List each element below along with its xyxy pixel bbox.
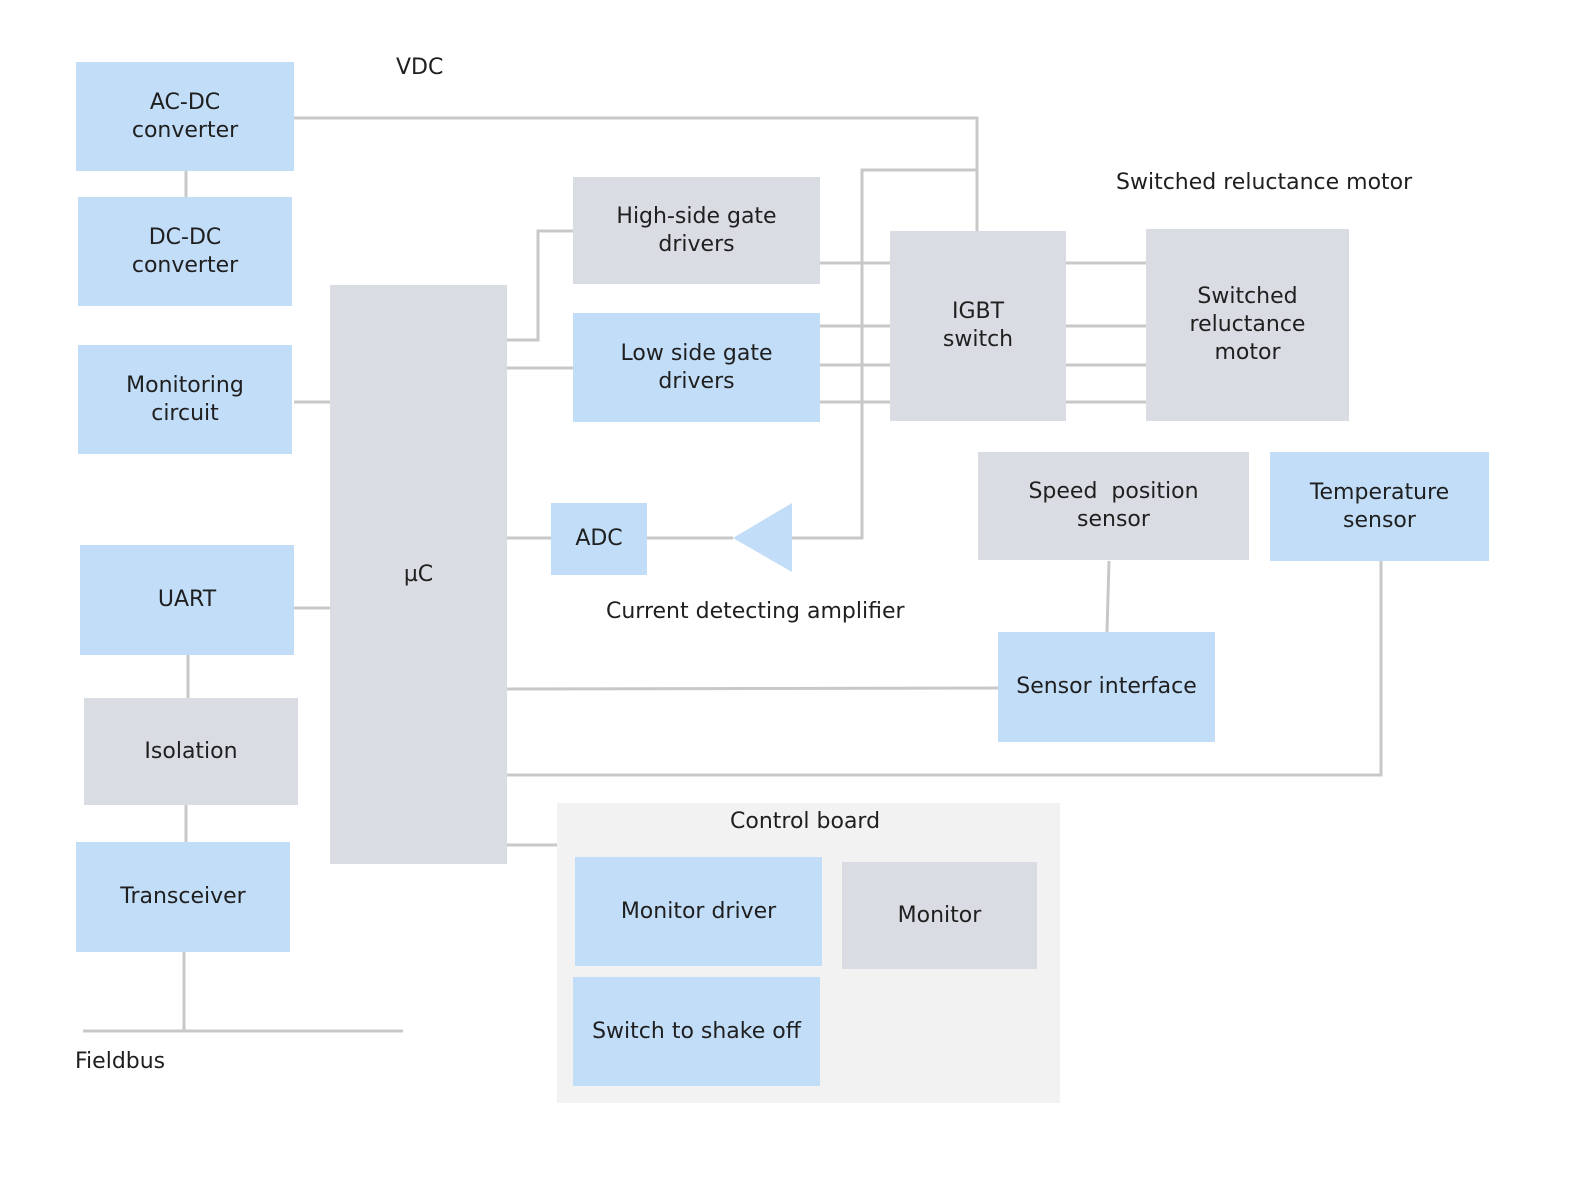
microcontroller-block: µC [330,285,507,864]
monitor-text: Monitor [897,902,982,928]
igbt-switch-block: IGBT switch [890,231,1066,421]
switched-reluctance-motor-block: Switched reluctance motor [1146,229,1349,421]
monitoring-circuit-text: Monitoring circuit [126,372,244,426]
monitoring-circuit-block: Monitoring circuit [78,345,292,454]
dc-dc-converter-block: DC-DC converter [78,197,292,306]
transceiver-block: Transceiver [76,842,290,952]
ac-dc-converter-text: AC-DC converter [131,89,239,143]
microcontroller-text: µC [403,561,434,587]
switched-reluctance-motor-text: Switched reluctance motor [1189,284,1306,365]
high-side-gate-drivers-block: High-side gate drivers [573,177,820,284]
motor-title-label: Switched reluctance motor [1116,170,1413,195]
speed-interface-line [1105,560,1111,633]
vdc-label: VDC [396,55,444,80]
monitor-driver-text: Monitor driver [620,898,777,924]
sensor-interface-text: Sensor interface [1016,674,1197,699]
monitor-driver-block: Monitor driver [575,857,822,966]
switch-to-shake-off-block: Switch to shake off [573,977,820,1086]
igbt-switch-text: IGBT switch [942,299,1014,352]
amp-igbt-line [791,168,977,540]
speed-position-sensor-block: Speed position sensor [978,452,1249,560]
isolation-text: Isolation [144,738,238,764]
control-board-label: Control board [730,809,881,834]
monitor-block: Monitor [842,862,1037,969]
adc-text: ADC [575,526,623,551]
amplifier-label: Current detecting amplifier [606,599,905,624]
fieldbus-label: Fieldbus [75,1049,166,1074]
temperature-sensor-text: Temperature sensor [1309,479,1450,533]
low-side-gate-drivers-block: Low side gate drivers [573,313,820,422]
switch-to-shake-off-text: Switch to shake off [592,1018,801,1044]
speed-position-sensor-text: Speed position sensor [1028,479,1199,532]
transceiver-text: Transceiver [120,884,246,909]
dc-dc-converter-text: DC-DC converter [131,224,239,278]
ac-dc-converter-block: AC-DC converter [76,62,294,171]
uart-block: UART [80,545,294,655]
low-side-gate-drivers-text: Low side gate drivers [620,340,773,394]
isolation-block: Isolation [84,698,298,805]
uc-highside-line [507,229,573,342]
uart-text: UART [157,587,217,612]
high-side-gate-drivers-text: High-side gate drivers [616,203,777,257]
vdc-line [294,116,979,231]
uc-temp-line [507,561,1383,777]
temperature-sensor-block: Temperature sensor [1270,452,1489,561]
uc-interface-line [506,686,999,691]
sensor-interface-block: Sensor interface [998,632,1215,742]
amplifier-triangle [733,503,792,572]
adc-block: ADC [551,503,647,575]
